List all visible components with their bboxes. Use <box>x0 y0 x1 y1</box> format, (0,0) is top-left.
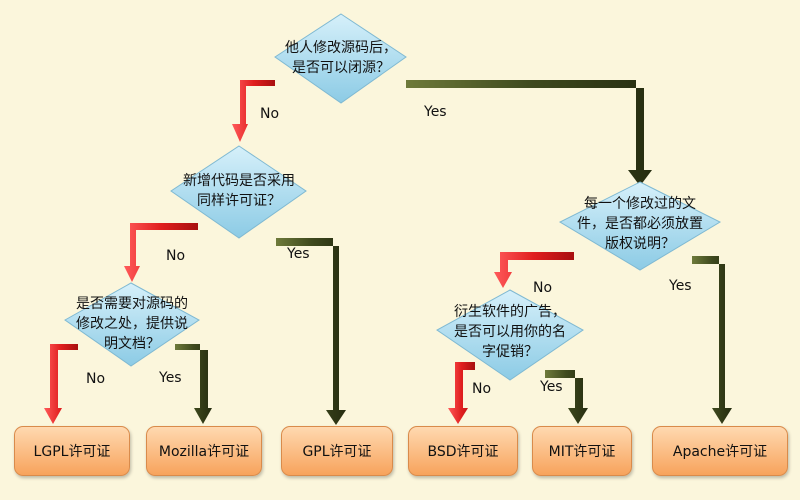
yes-arrow-q2 <box>276 238 346 425</box>
label-yes-q1: Yes <box>424 104 447 120</box>
label-yes-q3: Yes <box>159 370 182 386</box>
question-q2: 新增代码是否采用 同样许可证？ <box>183 173 295 209</box>
label-no-q3: No <box>86 371 106 387</box>
yes-arrow-q3 <box>175 344 212 424</box>
label-no-q2: No <box>166 248 186 264</box>
license-box-gpl: GPL许可证 <box>281 426 393 476</box>
label-no-q5: No <box>472 381 492 397</box>
label-yes-q5: Yes <box>540 379 563 395</box>
question-q4: 每一个修改过的文 件，是否都必须放置 版权说明？ <box>577 196 703 252</box>
license-box-lgpl: LGPL许可证 <box>14 426 130 476</box>
decision-diamond-q2 <box>170 145 307 239</box>
license-box-mit: MIT许可证 <box>532 426 632 476</box>
label-no-q1: No <box>260 106 280 122</box>
no-arrow-q1 <box>232 80 275 142</box>
license-box-apache: Apache许可证 <box>652 426 788 476</box>
question-q5: 衍生软件的广告， 是否可以用你的名 字促销？ <box>454 304 566 360</box>
no-arrow-q4 <box>494 252 574 288</box>
no-arrow-q3 <box>44 344 78 424</box>
label-no-q4: No <box>533 280 553 296</box>
license-box-bsd: BSD许可证 <box>408 426 518 476</box>
label-yes-q2: Yes <box>287 246 310 262</box>
decision-diamond-q1 <box>274 13 407 104</box>
decision-diamond-q3 <box>64 282 200 367</box>
yes-arrow-q4 <box>692 256 732 424</box>
no-arrow-q5 <box>448 362 475 424</box>
decision-diamond-q5 <box>436 289 584 381</box>
yes-arrow-q5 <box>545 370 588 424</box>
question-q3: 是否需要对源码的 修改之处，提供说 明文档？ <box>76 296 188 352</box>
label-yes-q4: Yes <box>669 278 692 294</box>
decision-diamond-q4 <box>558 181 722 271</box>
no-arrow-q2 <box>124 223 198 282</box>
license-box-mozilla: Mozilla许可证 <box>146 426 262 476</box>
question-q1: 他人修改源码后， 是否可以闭源？ <box>285 40 397 76</box>
yes-arrow-q1 <box>406 80 652 186</box>
